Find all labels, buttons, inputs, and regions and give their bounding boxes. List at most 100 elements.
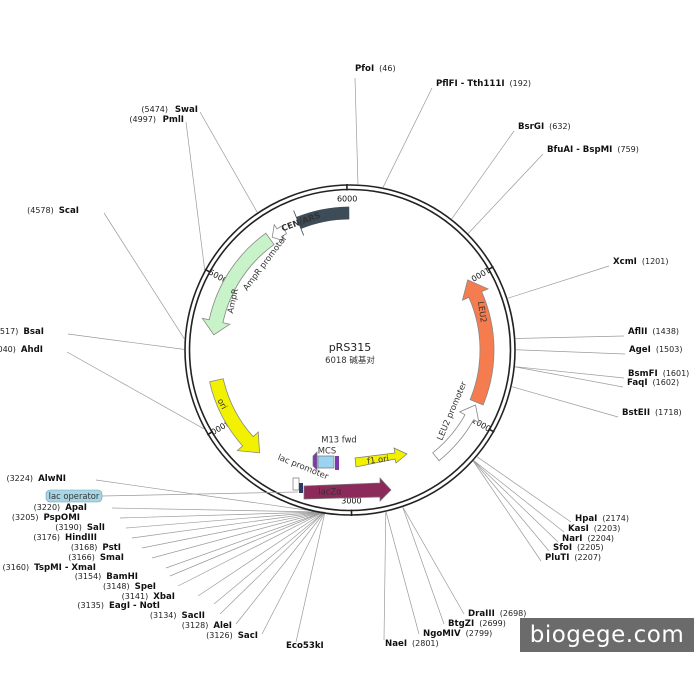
tick-mark-4000 (206, 430, 214, 436)
site-position: (3141) (122, 592, 149, 601)
site-aflii: AflII(1438) (628, 327, 679, 337)
site-name: XcmI (613, 257, 637, 267)
site-name: SwaI (175, 105, 198, 115)
site-position: (2799) (466, 629, 493, 638)
site-name: NarI (562, 534, 582, 544)
leader-btgzi (402, 507, 445, 625)
feature-leu2-promoter-arrow (432, 404, 480, 462)
site-name: BtgZI (448, 619, 474, 629)
feature-cen-ars-arrow (293, 206, 350, 236)
site-name: FaqI (627, 378, 648, 388)
site-position: (1503) (656, 345, 683, 354)
site-hindiii: HindIII(3176) (33, 533, 97, 543)
site-position: (3166) (68, 553, 95, 562)
leader-saci (261, 511, 326, 635)
site-name: PluTI (545, 553, 569, 563)
site-position: (2698) (500, 609, 527, 618)
site-bsai: BsaI(4517) (0, 327, 44, 337)
site-scai: ScaI(4578) (27, 206, 79, 216)
m13-fwd-marker (335, 456, 339, 470)
site-name: TspMI - XmaI (34, 563, 96, 573)
leader-ahdi (66, 351, 205, 430)
site-name: ApaI (65, 503, 87, 513)
site-position: (3176) (33, 533, 60, 542)
leader-xbai (197, 511, 325, 597)
leader-pflfi-tth111i (382, 87, 433, 188)
site-eco53ki: Eco53kI (286, 641, 324, 651)
site-position: (2174) (602, 514, 629, 523)
site-name: ScaI (59, 206, 79, 216)
site-kasi: KasI (2203) (568, 524, 620, 534)
site-position: (1718) (655, 408, 682, 417)
feature-label-ori: ori (215, 397, 229, 411)
feature-lac-promoter-arrow (292, 477, 300, 491)
leader-alwni (95, 479, 321, 513)
site-position: (1438) (652, 327, 679, 336)
leader-eco53ki (295, 511, 326, 643)
site-name: PfoI (355, 64, 374, 74)
backbone-inner-circle (188, 188, 512, 512)
site-name: BsaI (23, 327, 44, 337)
feature-lacz-arrow (303, 477, 392, 502)
feature-ori-arrow (209, 378, 260, 454)
site-position: (1201) (642, 257, 669, 266)
site-spei: SpeI(3148) (103, 582, 156, 592)
site-position: (3220) (34, 503, 61, 512)
tick-mark-2000 (488, 428, 495, 433)
leader-apai (111, 507, 321, 513)
site-position: (1601) (663, 369, 690, 378)
site-alwni: AlwNI(3224) (6, 474, 66, 484)
plasmid-name: pRS315 (329, 341, 372, 354)
tick-mark-5000 (204, 268, 212, 274)
site-position: (3134) (150, 611, 177, 620)
site-name: AgeI (629, 345, 651, 355)
site-name: XbaI (153, 592, 175, 602)
feature-leu2-arrow (461, 279, 495, 406)
leader-kasi (473, 460, 565, 533)
leader-sfoi (473, 460, 550, 552)
site-naei: NaeI(2801) (385, 639, 439, 649)
feature-ampr-promoter-arrow (271, 223, 288, 242)
leader-pluti (473, 460, 542, 562)
leader-agei (515, 349, 626, 355)
leader-sacii (219, 511, 325, 615)
site-name: DraIII (468, 609, 495, 619)
plasmid-length: 6018 碱基对 (325, 355, 375, 366)
leader-pmli (185, 121, 206, 270)
leader-draiii (402, 507, 465, 615)
site-name: PmlI (163, 115, 184, 125)
site-position: (2207) (574, 553, 601, 562)
site-alei: AleI(3128) (182, 621, 232, 631)
site-position: (1602) (653, 378, 680, 387)
site-position: (2203) (594, 524, 621, 533)
leader-bsteii (511, 386, 619, 418)
site-name: BsmFI (628, 369, 658, 379)
site-name: PflFI - Tth111I (436, 79, 505, 89)
site-name: BsrGI (518, 122, 544, 132)
site-name: NgoMIV (423, 629, 461, 639)
site-name: KasI (568, 524, 589, 534)
site-hpai: HpaI (2174) (575, 514, 629, 524)
site-position: (3135) (77, 601, 104, 610)
feature-ampr-arrow (201, 232, 275, 336)
leader-bamhi (169, 511, 324, 577)
leader-sali (125, 511, 322, 529)
leader-pfoi (354, 77, 359, 185)
site-agei: AgeI (1503) (629, 345, 682, 355)
site-bsmfi: BsmFI (1601) (628, 369, 689, 379)
site-position: (46) (379, 64, 395, 73)
site-nari: NarI (2204) (562, 534, 614, 544)
site-position: (192) (510, 79, 532, 88)
site-position: (2801) (412, 639, 439, 648)
site-name: HpaI (575, 514, 597, 524)
site-position: (759) (617, 145, 639, 154)
site-pmli: PmlI(4997) (129, 115, 184, 125)
site-smai: SmaI(3166) (68, 553, 124, 563)
feature-mcs-arrow (317, 455, 335, 469)
site-name: EagI - NotI (109, 601, 160, 611)
site-position: (2204) (587, 534, 614, 543)
lac-operator-leader (101, 491, 299, 497)
site-name: BfuAI - BspMI (547, 145, 612, 155)
tick-label-6000: 6000 (337, 195, 357, 204)
